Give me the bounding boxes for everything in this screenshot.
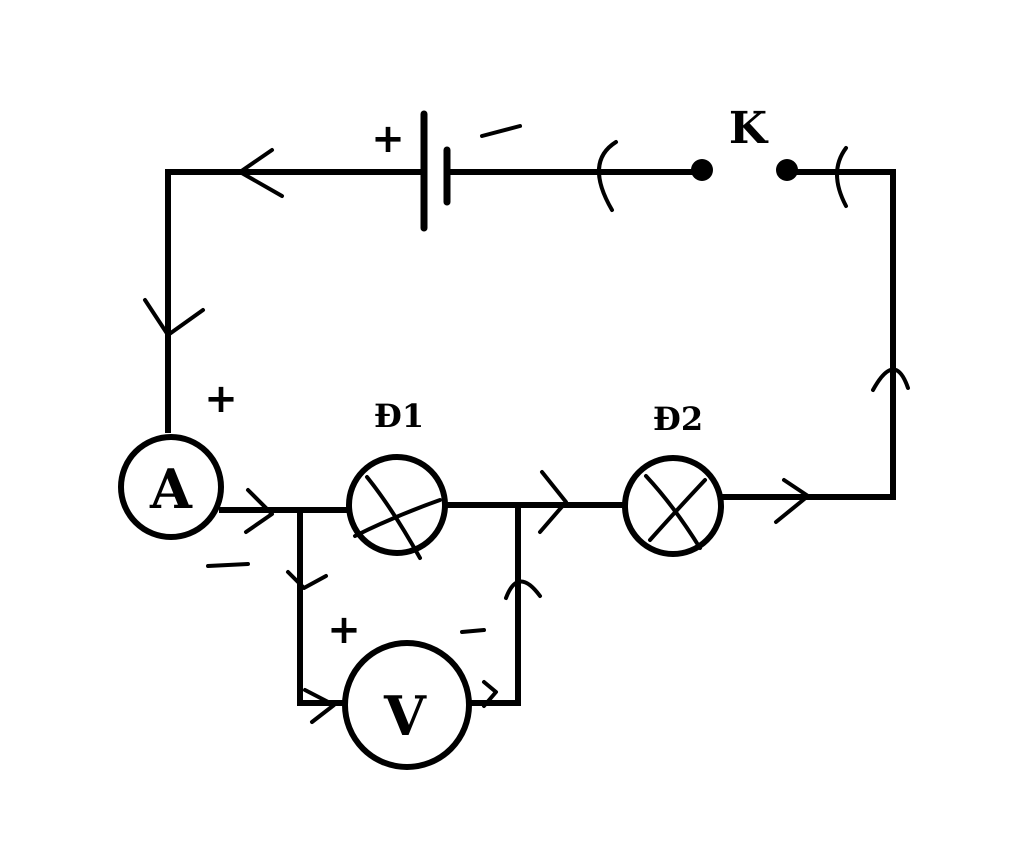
- arrow-top-right-icon: [835, 146, 848, 208]
- arrow-right-up-icon: [871, 367, 910, 392]
- ammeter-minus-sign: [206, 562, 250, 568]
- arrow-bottom-right-icon: [774, 478, 810, 524]
- arrow-branch-down-icon: [286, 570, 328, 590]
- ammeter-circle: [118, 434, 224, 540]
- voltmeter: V +: [327, 607, 486, 770]
- switch-k: K: [691, 103, 798, 181]
- wire-voltmeter-branch-right: [467, 502, 521, 706]
- voltmeter-label: V: [383, 684, 427, 748]
- battery: +: [371, 110, 522, 232]
- arrow-middle-right-icon: [538, 470, 568, 534]
- switch-contact-right: [776, 159, 798, 181]
- ammeter-plus-sign: +: [204, 376, 238, 422]
- arrow-left-down-icon: [143, 298, 205, 337]
- arrow-top-middle-icon: [597, 140, 618, 212]
- arrow-branch-up-icon: [504, 579, 542, 600]
- switch-contact-left: [691, 159, 713, 181]
- battery-plus-sign: +: [371, 116, 405, 162]
- lamp-d1: Đ1: [346, 397, 448, 560]
- wire-top-left: [165, 169, 427, 433]
- lamp-d2-label: Đ2: [653, 400, 703, 438]
- ammeter: A +: [118, 376, 250, 568]
- lamp-d1-cross: [353, 475, 442, 560]
- voltmeter-circle: [342, 640, 472, 770]
- lamp-d2-cross: [644, 474, 707, 550]
- circuit-wires: [165, 169, 896, 706]
- voltmeter-minus-sign: [460, 628, 486, 634]
- lamp-d2: Đ2: [622, 400, 724, 557]
- lamp-d1-label: Đ1: [374, 397, 424, 435]
- arrow-top-left-icon: [238, 148, 284, 198]
- switch-label: K: [729, 103, 769, 154]
- wire-switch-right: [719, 169, 896, 500]
- current-arrows: [143, 140, 910, 724]
- arrow-voltmeter-in-icon: [303, 688, 336, 724]
- voltmeter-plus-sign: +: [327, 607, 361, 653]
- arrow-voltmeter-out-icon: [482, 680, 498, 708]
- battery-minus-sign: [480, 124, 522, 138]
- ammeter-label: A: [149, 457, 193, 521]
- arrow-ammeter-out-icon: [244, 488, 274, 534]
